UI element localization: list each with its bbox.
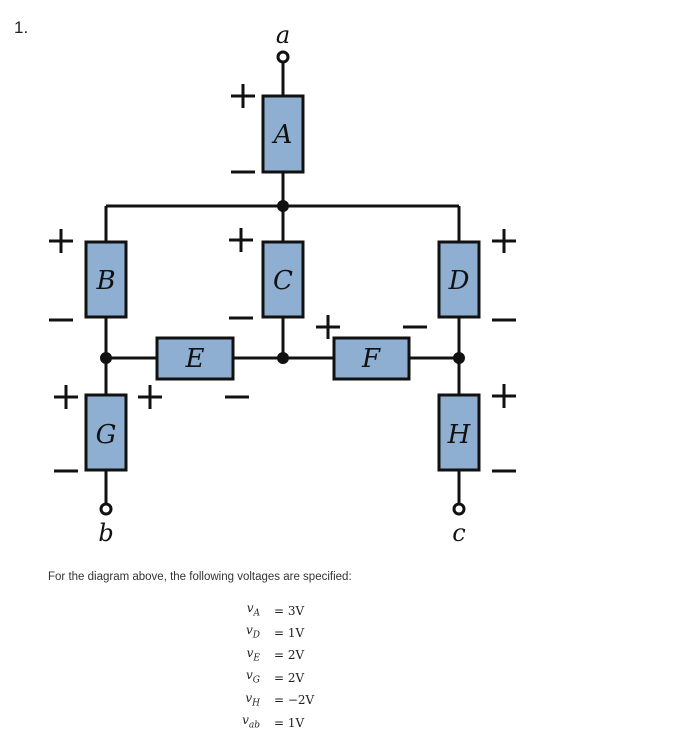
plus-f — [316, 315, 340, 339]
voltage-subscript: G — [252, 675, 260, 686]
circuit-diagram: A B C D E F G H a b — [49, 21, 516, 547]
voltage-symbol: v — [246, 645, 254, 660]
svg-text:a: a — [276, 21, 290, 49]
component-g: G — [84, 393, 128, 472]
voltage-row: vG= 2V — [230, 667, 314, 689]
plus-a — [231, 84, 255, 108]
voltage-value: = 1V — [274, 626, 305, 641]
svg-text:c: c — [452, 519, 465, 547]
voltage-name: vH — [230, 690, 274, 712]
voltage-name: vE — [230, 645, 274, 667]
svg-text:B: B — [95, 266, 115, 296]
terminal-b: b — [98, 502, 114, 547]
voltage-name: vab — [230, 712, 274, 734]
svg-text:E: E — [185, 344, 205, 374]
svg-text:F: F — [361, 344, 381, 374]
voltage-row: vab= 1V — [230, 712, 314, 734]
plus-c — [229, 228, 253, 252]
terminal-a: a — [276, 21, 290, 64]
component-h: H — [437, 393, 481, 472]
voltage-row: vD= 1V — [230, 622, 314, 644]
voltage-subscript: D — [252, 630, 260, 641]
component-f: F — [332, 336, 411, 381]
intro-text: For the diagram above, the following vol… — [48, 571, 352, 583]
voltage-symbol: v — [246, 668, 253, 683]
terminal-c: c — [452, 502, 466, 547]
plus-h — [492, 384, 516, 408]
voltage-value: = 3V — [274, 603, 305, 618]
plus-d — [492, 229, 516, 253]
component-e: E — [155, 336, 235, 381]
component-b: B — [84, 240, 128, 319]
voltage-subscript: H — [252, 697, 260, 708]
voltage-row: vE= 2V — [230, 645, 314, 667]
plus-e — [138, 385, 162, 409]
voltage-symbol: v — [246, 601, 254, 615]
question-number: 1. — [14, 18, 29, 37]
polarity-markers — [49, 84, 516, 473]
svg-text:A: A — [272, 120, 293, 150]
voltage-subscript: ab — [248, 720, 260, 731]
voltage-symbol: v — [245, 690, 253, 705]
svg-text:G: G — [96, 420, 117, 450]
voltage-row: vH= −2V — [230, 690, 314, 712]
svg-text:C: C — [273, 266, 293, 296]
component-c: C — [261, 240, 305, 319]
voltage-subscript: E — [253, 653, 260, 664]
voltage-name: vA — [230, 600, 274, 622]
voltage-value: = −2V — [274, 693, 315, 708]
junction-nodes — [100, 200, 465, 364]
voltage-name: vD — [230, 622, 274, 644]
svg-text:D: D — [448, 266, 470, 296]
voltage-symbol: v — [246, 623, 253, 638]
svg-text:b: b — [98, 519, 113, 547]
voltage-value: = 1V — [274, 715, 305, 730]
svg-text:H: H — [447, 420, 472, 450]
plus-g — [54, 385, 78, 409]
voltage-value: = 2V — [274, 648, 305, 663]
voltage-symbol: v — [242, 712, 249, 727]
voltage-name: vG — [230, 667, 274, 689]
component-a: A — [261, 94, 305, 174]
voltage-row: vA= 3V — [230, 600, 314, 622]
voltage-subscript: A — [253, 608, 261, 619]
voltage-value: = 2V — [274, 670, 305, 685]
plus-b — [49, 229, 73, 253]
component-d: D — [437, 240, 481, 319]
